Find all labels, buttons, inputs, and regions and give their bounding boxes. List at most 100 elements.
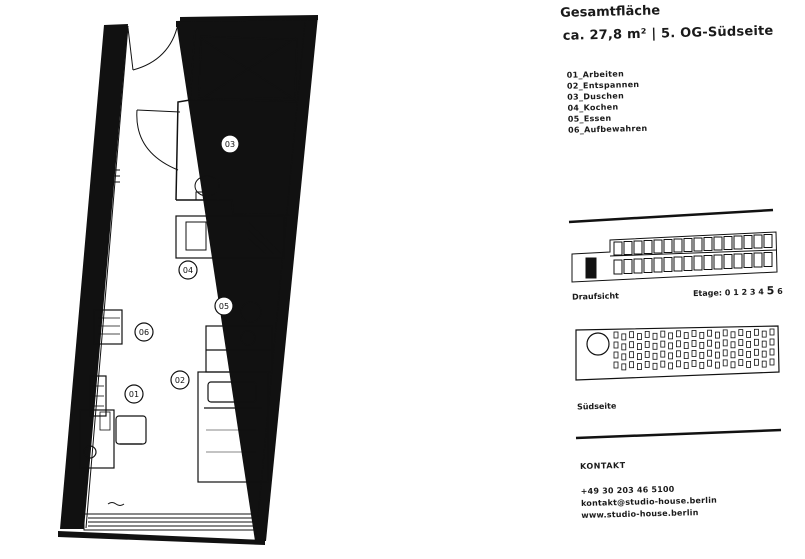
top-view-cell xyxy=(673,256,683,272)
bathroom xyxy=(175,29,298,216)
top-view-cell xyxy=(763,234,773,248)
top-view-cell xyxy=(683,256,693,271)
top-view-cell xyxy=(733,253,743,269)
top-view-cell xyxy=(743,235,753,249)
facade-window xyxy=(644,360,650,368)
top-view-cell xyxy=(763,252,773,267)
facade-window xyxy=(707,349,712,357)
room-label-05: 05 xyxy=(219,302,229,311)
facade-window xyxy=(761,330,767,338)
facade-window xyxy=(691,350,697,357)
info-panel: Gesamtfläche ca. 27,8 m² | 5. OG-Südseit… xyxy=(556,0,799,136)
facade-window xyxy=(707,359,712,367)
side-marks xyxy=(110,169,120,183)
top-view-cell xyxy=(733,235,743,250)
facade-window xyxy=(660,340,666,348)
top-view-cell xyxy=(633,240,643,255)
facade-window xyxy=(676,350,681,358)
top-view-cell xyxy=(633,258,643,274)
top-view-cell xyxy=(723,254,733,269)
facade-window xyxy=(652,352,658,360)
building-top-view xyxy=(571,231,778,283)
south-facade-label: Südseite xyxy=(576,401,617,412)
room-label-06: 06 xyxy=(139,328,149,337)
facade-window xyxy=(621,343,627,351)
facade-window xyxy=(629,351,634,359)
facade-window xyxy=(683,332,689,340)
floor-4: 4 xyxy=(758,287,765,297)
facade-window xyxy=(738,339,744,347)
facade-window xyxy=(730,341,736,349)
top-view-cell xyxy=(613,259,623,275)
facade-window xyxy=(738,359,744,367)
top-view-cell xyxy=(693,237,703,252)
facade-window xyxy=(629,341,634,349)
top-view-cell xyxy=(653,257,663,273)
facade-window xyxy=(754,358,759,366)
facade-window xyxy=(668,352,673,360)
top-view-cell xyxy=(663,239,673,253)
current-floor: 5 xyxy=(766,284,775,298)
divider-lines xyxy=(568,208,782,440)
facade-window xyxy=(652,362,658,370)
facade-window xyxy=(683,342,689,350)
function-list: 01_Arbeiten 02_Entspannen 03_Duschen 04_… xyxy=(567,64,800,136)
facade-window xyxy=(676,360,681,368)
top-view-cell xyxy=(683,238,693,252)
facade-window xyxy=(660,360,666,368)
facade-window xyxy=(746,330,751,338)
facade-window xyxy=(715,331,720,339)
facade-window xyxy=(691,340,697,347)
dining-counter xyxy=(205,301,273,373)
top-view-cell xyxy=(753,234,763,249)
facade-window xyxy=(754,348,759,356)
facade-window xyxy=(754,338,759,346)
facade-window xyxy=(761,340,767,348)
top-view-cell xyxy=(723,236,733,250)
facade-window xyxy=(761,350,767,358)
contact-block: KONTAKT +49 30 203 46 5100 kontakt@studi… xyxy=(580,459,717,522)
facade-window xyxy=(652,342,658,350)
top-view-cell xyxy=(703,237,713,251)
contact-heading: KONTAKT xyxy=(580,460,626,471)
facade-window xyxy=(621,363,627,371)
top-view-cell xyxy=(623,259,633,274)
facade-window xyxy=(715,361,720,369)
floor-1: 1 xyxy=(733,287,739,298)
workspace xyxy=(79,409,147,469)
floor-indicator: Etage: 0 1 2 3 4 5 6 xyxy=(693,284,783,299)
facade-window xyxy=(668,332,673,340)
facade-window xyxy=(761,360,767,368)
facade-window xyxy=(676,340,681,348)
facade-window xyxy=(699,351,705,359)
top-view-cell xyxy=(613,241,623,256)
facade-window xyxy=(730,351,736,359)
entrance-door xyxy=(127,23,179,71)
floor-label: Etage: xyxy=(692,288,723,299)
facade-window xyxy=(676,330,681,338)
top-view-cell xyxy=(653,239,663,254)
top-view-label: Draufsicht xyxy=(571,291,620,302)
facade-window xyxy=(637,363,642,371)
facade-window xyxy=(715,351,720,359)
facade-window xyxy=(769,338,775,346)
top-view-cell xyxy=(643,258,653,273)
facade-window xyxy=(613,361,619,369)
room-labels xyxy=(124,134,240,404)
facade-window xyxy=(660,350,666,358)
facade-window xyxy=(621,353,627,361)
room-label-04: 04 xyxy=(183,266,193,275)
facade-window xyxy=(722,329,728,337)
facade-window xyxy=(699,341,705,349)
facade-window xyxy=(621,333,627,341)
top-view-cell xyxy=(713,254,723,270)
facade-window xyxy=(722,349,728,357)
top-view-cell xyxy=(713,236,723,251)
facade-window xyxy=(644,350,650,358)
top-view-cell xyxy=(703,255,713,270)
facade-window xyxy=(769,348,775,356)
outer-wall-inner-lines xyxy=(85,21,306,539)
facade-window xyxy=(746,360,751,368)
facade-window xyxy=(652,332,658,340)
facade-window xyxy=(637,353,642,361)
